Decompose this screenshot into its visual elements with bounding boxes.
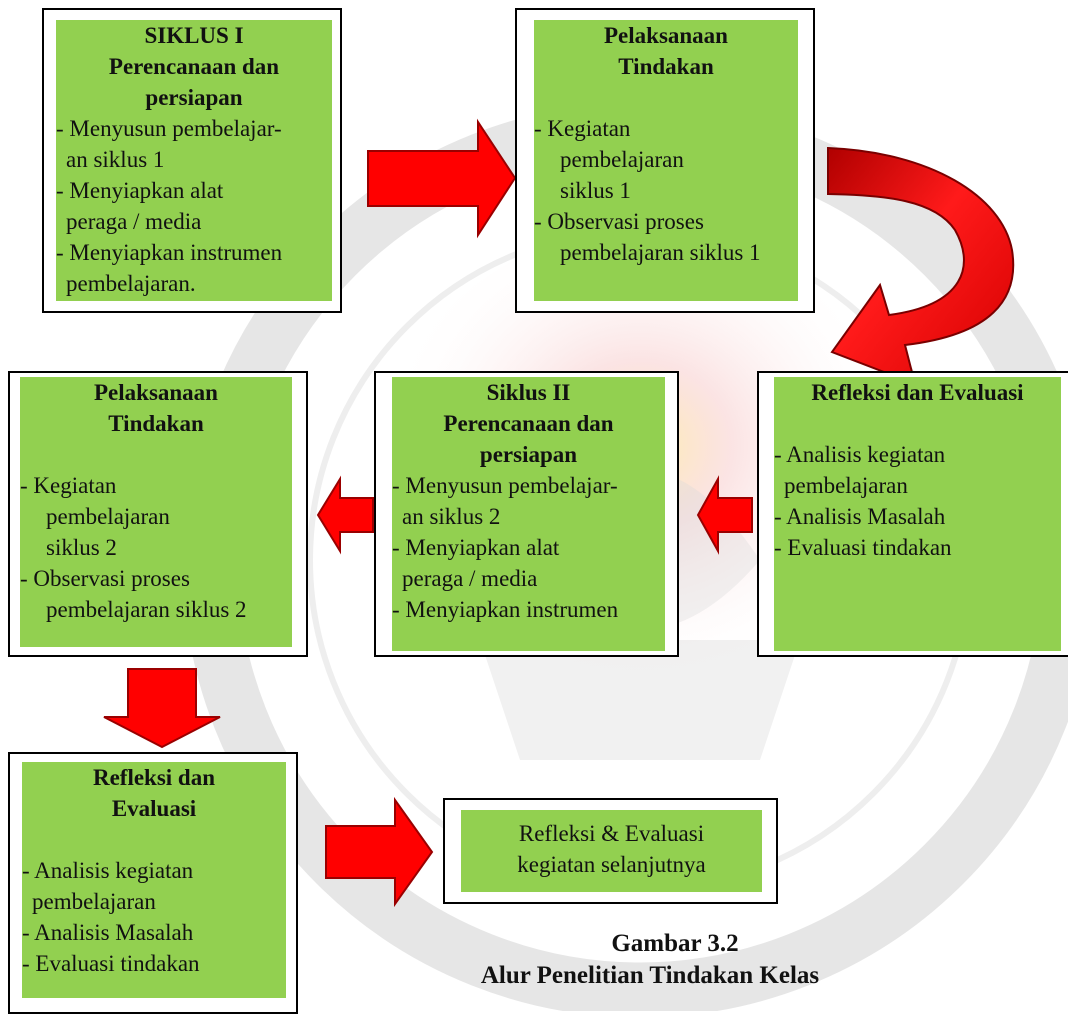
box-line: - Kegiatan bbox=[20, 473, 117, 498]
siklus1-action-content: Pelaksanaan Tindakan - Kegiatan pembelaj… bbox=[534, 20, 798, 301]
box-title: Perencanaan dan bbox=[443, 411, 614, 436]
siklus1-reflect-box: Refleksi dan Evaluasi - Analisis kegiata… bbox=[757, 371, 1068, 657]
siklus2-plan-box: Siklus II Perencanaan dan persiapan - Me… bbox=[374, 371, 679, 657]
box-line: pembelajaran bbox=[46, 504, 170, 529]
box-title: persiapan bbox=[479, 442, 578, 467]
box-line: kegiatan selanjutnya bbox=[517, 852, 706, 877]
box-title: Pelaksanaan bbox=[604, 23, 728, 48]
box-line: pembelajaran siklus 2 bbox=[46, 597, 247, 622]
box-line: - Evaluasi tindakan bbox=[22, 951, 200, 976]
arrow-left-2 bbox=[316, 475, 374, 555]
box-title: Refleksi dan bbox=[92, 765, 216, 790]
siklus1-action-box: Pelaksanaan Tindakan - Kegiatan pembelaj… bbox=[515, 8, 815, 313]
box-line: pembelajaran bbox=[560, 147, 684, 172]
siklus2-plan-content: Siklus II Perencanaan dan persiapan - Me… bbox=[392, 377, 665, 651]
box-line: - Observasi proses bbox=[20, 566, 190, 591]
siklus2-reflect-box: Refleksi dan Evaluasi - Analisis kegiata… bbox=[8, 752, 298, 1014]
siklus1-plan-content: SIKLUS I Perencanaan dan persiapan - Men… bbox=[56, 20, 332, 301]
box-title: Tindakan bbox=[108, 411, 204, 436]
caption-line: Alur Penelitian Tindakan Kelas bbox=[480, 962, 820, 989]
box-line: peraga / media bbox=[66, 209, 202, 234]
arrow-down bbox=[103, 668, 221, 749]
box-line: - Menyiapkan instrumen bbox=[392, 597, 619, 622]
box-line: pembelajaran. bbox=[66, 271, 196, 296]
caption-line: Gambar 3.2 bbox=[611, 930, 739, 957]
box-title: Perencanaan dan bbox=[108, 54, 280, 79]
siklus2-action-box: Pelaksanaan Tindakan - Kegiatan pembelaj… bbox=[8, 371, 308, 657]
figure-caption: Gambar 3.2 Alur Penelitian Tindakan Kela… bbox=[420, 928, 880, 992]
box-title: persiapan bbox=[145, 85, 243, 110]
siklus2-reflect-content: Refleksi dan Evaluasi - Analisis kegiata… bbox=[22, 762, 286, 998]
siklus1-plan-box: SIKLUS I Perencanaan dan persiapan - Men… bbox=[42, 8, 342, 313]
box-title: SIKLUS I bbox=[144, 23, 244, 48]
box-title: Evaluasi bbox=[111, 796, 197, 821]
box-line: - Menyiapkan instrumen bbox=[56, 240, 283, 265]
arrow-right-2 bbox=[325, 796, 434, 908]
box-line: Refleksi & Evaluasi bbox=[518, 821, 705, 846]
box-title: Siklus II bbox=[486, 380, 571, 405]
box-line: siklus 1 bbox=[560, 178, 631, 203]
box-line: an siklus 1 bbox=[66, 147, 165, 172]
next-activity-content: Refleksi & Evaluasi kegiatan selanjutnya bbox=[461, 810, 762, 892]
box-line: - Menyiapkan alat bbox=[392, 535, 560, 560]
next-activity-box: Refleksi & Evaluasi kegiatan selanjutnya bbox=[443, 798, 778, 904]
box-line: - Kegiatan bbox=[534, 116, 631, 141]
box-line: - Analisis kegiatan bbox=[22, 858, 194, 883]
siklus1-reflect-content: Refleksi dan Evaluasi - Analisis kegiata… bbox=[774, 377, 1061, 651]
box-line: peraga / media bbox=[402, 566, 538, 591]
box-line: - Observasi proses bbox=[534, 209, 704, 234]
box-line: - Analisis kegiatan bbox=[774, 442, 946, 467]
arrow-right-1 bbox=[367, 118, 517, 239]
box-title: Pelaksanaan bbox=[94, 380, 218, 405]
box-line: an siklus 2 bbox=[402, 504, 501, 529]
box-line: siklus 2 bbox=[46, 535, 117, 560]
box-title: Refleksi dan Evaluasi bbox=[811, 380, 1024, 405]
box-title: Tindakan bbox=[618, 54, 714, 79]
box-line: - Menyiapkan alat bbox=[56, 178, 224, 203]
box-line: - Analisis Masalah bbox=[774, 504, 946, 529]
arrow-left-1 bbox=[696, 475, 753, 555]
arrow-curved bbox=[827, 146, 1015, 386]
box-line: pembelajaran siklus 1 bbox=[560, 240, 761, 265]
box-line: pembelajaran bbox=[32, 889, 156, 914]
siklus2-action-content: Pelaksanaan Tindakan - Kegiatan pembelaj… bbox=[20, 377, 292, 647]
box-line: - Analisis Masalah bbox=[22, 920, 194, 945]
box-line: - Evaluasi tindakan bbox=[774, 535, 952, 560]
box-line: - Menyusun pembelajar- bbox=[56, 116, 282, 141]
box-line: - Menyusun pembelajar- bbox=[392, 473, 618, 498]
box-line: pembelajaran bbox=[784, 473, 908, 498]
